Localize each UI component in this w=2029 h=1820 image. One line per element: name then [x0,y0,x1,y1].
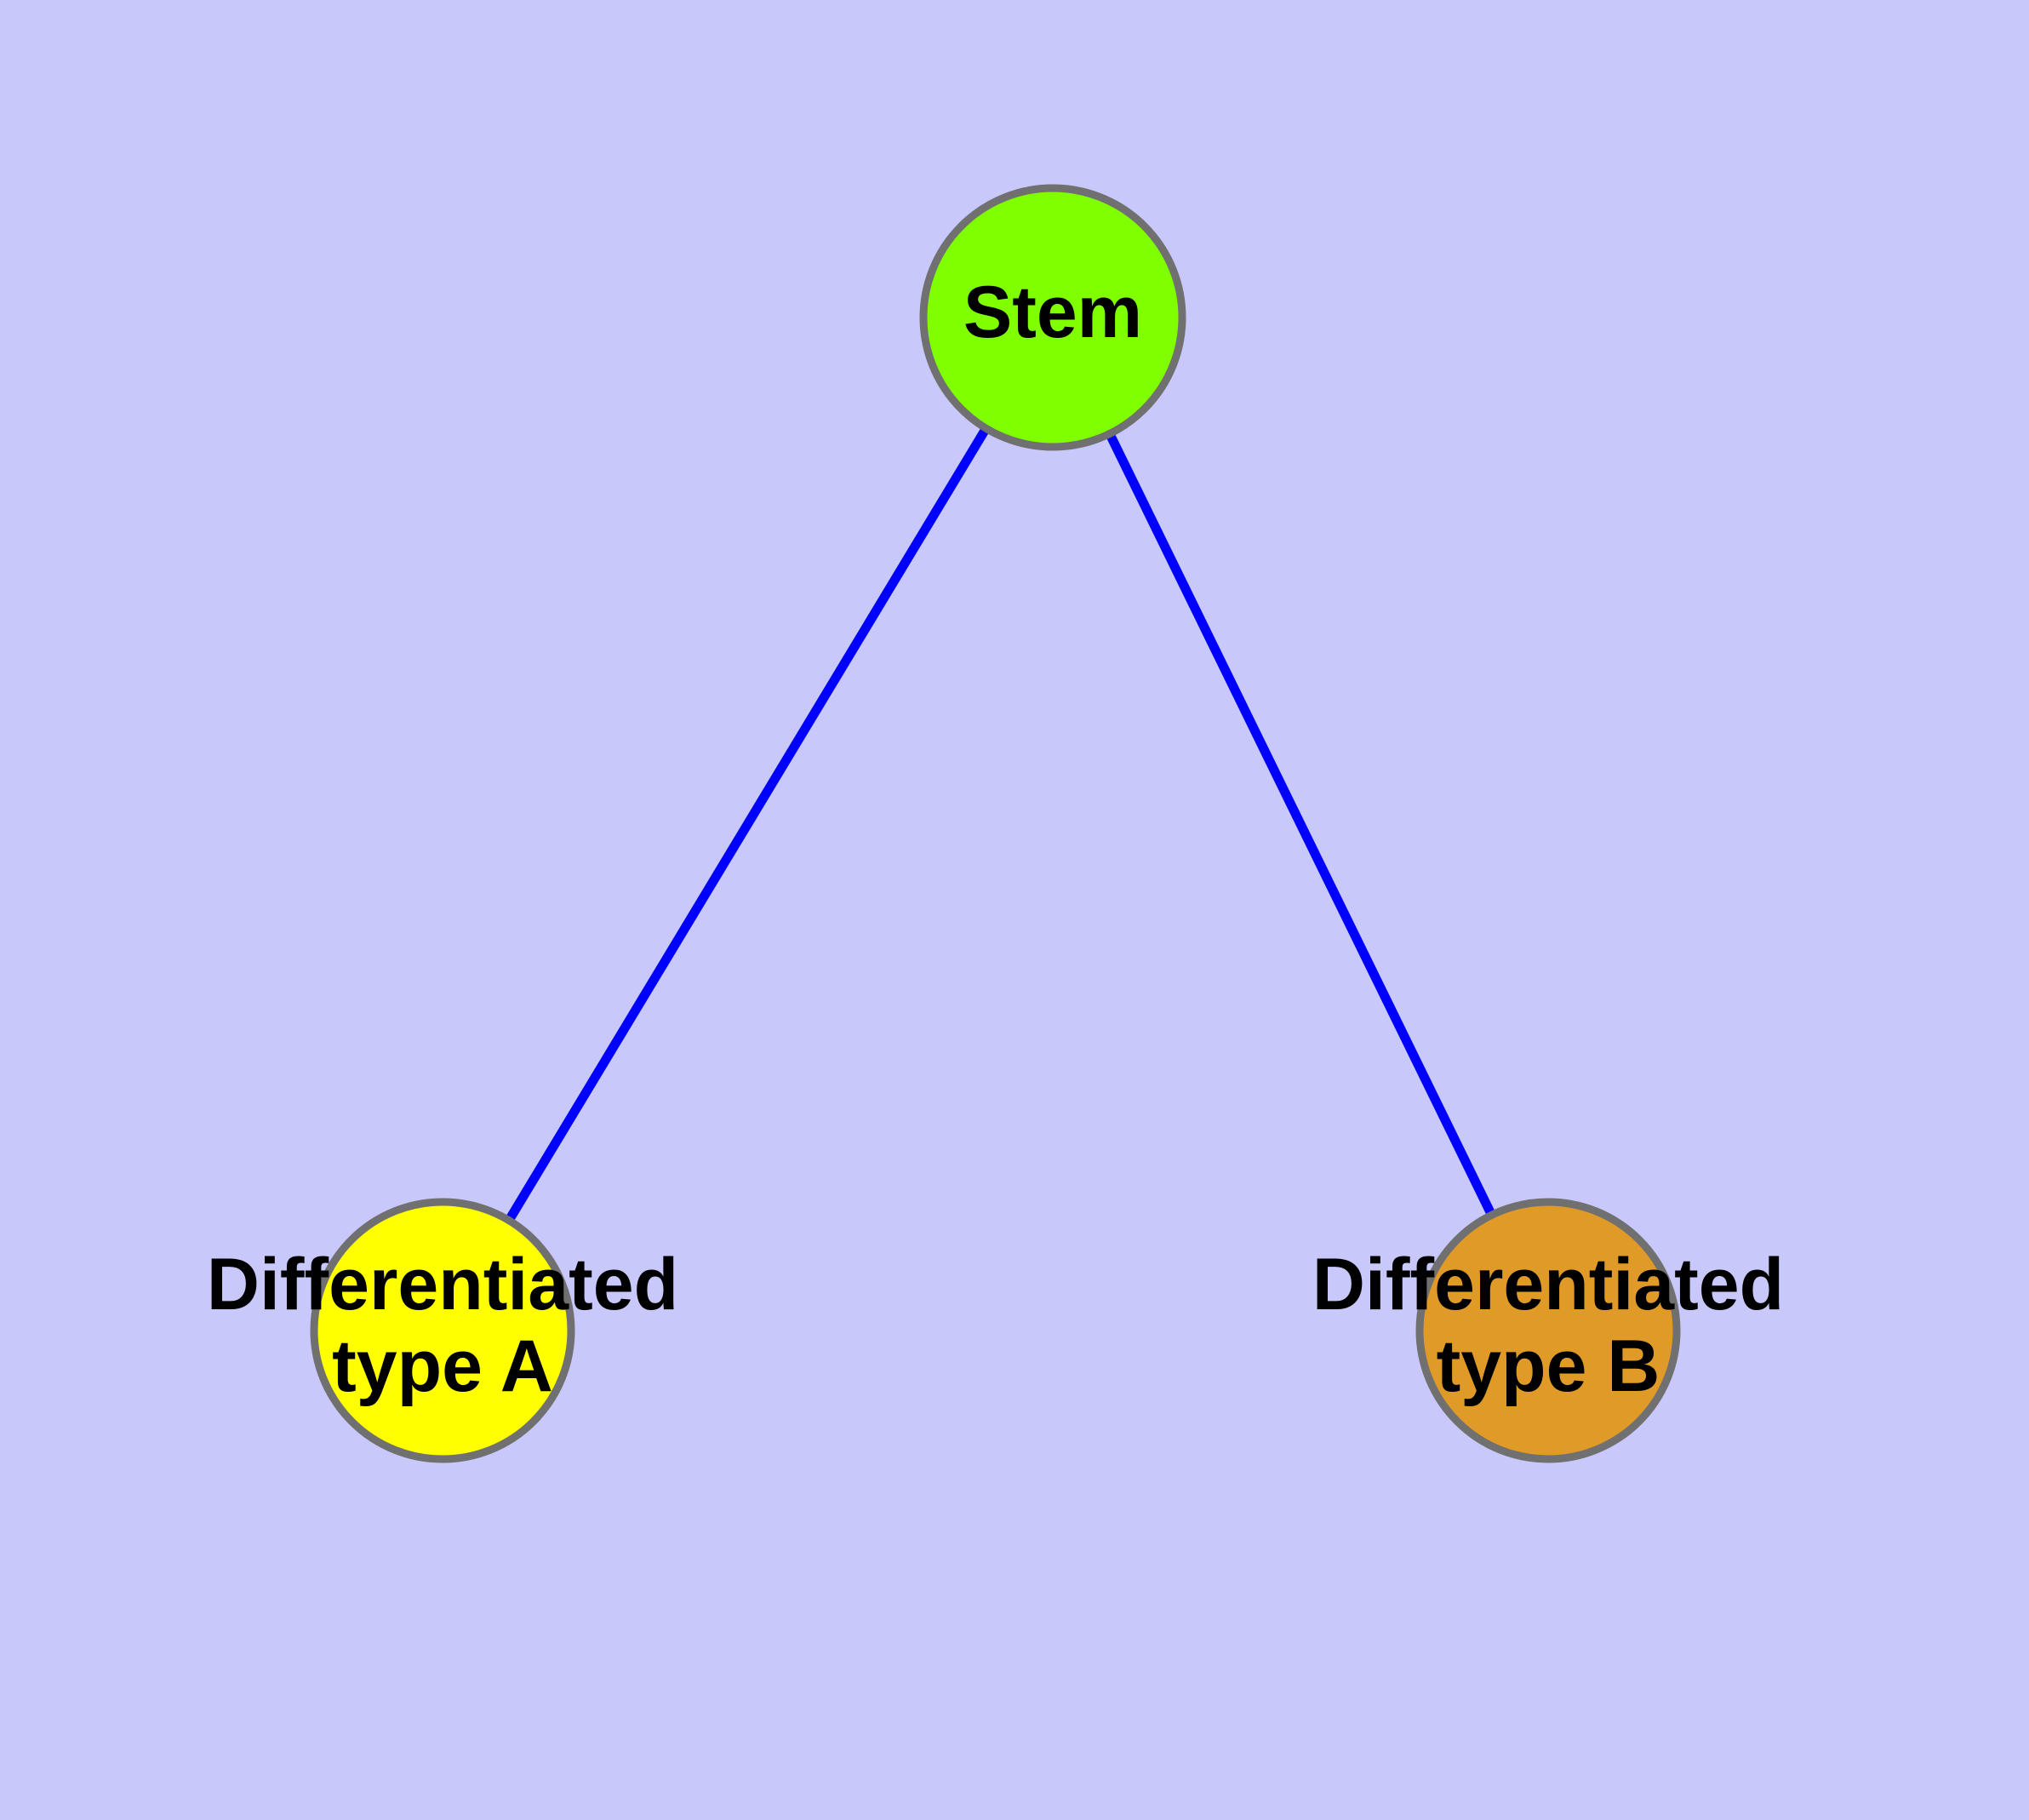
edge-stem-diff-b[interactable] [1049,315,1552,1333]
node-label-line-diff_b-1: Differentiated [1312,1244,1784,1325]
edge-stem-diff-a[interactable] [438,315,1057,1333]
node-label-line-stem-1: Stem [963,272,1142,353]
node-label-line-diff_a-2: type A [332,1325,553,1407]
node-label-line-diff_b-2: type B [1437,1325,1660,1407]
node-stem[interactable]: Stem [919,184,1186,451]
node-label-line-diff_a-1: Differentiated [207,1244,678,1325]
node-label-stem: Stem [963,272,1142,353]
node-circle-diff_a[interactable] [310,1198,575,1463]
node-circle-diff_b[interactable] [1415,1198,1681,1463]
node-circle-stem[interactable] [919,184,1186,451]
edges-group [438,315,1552,1333]
